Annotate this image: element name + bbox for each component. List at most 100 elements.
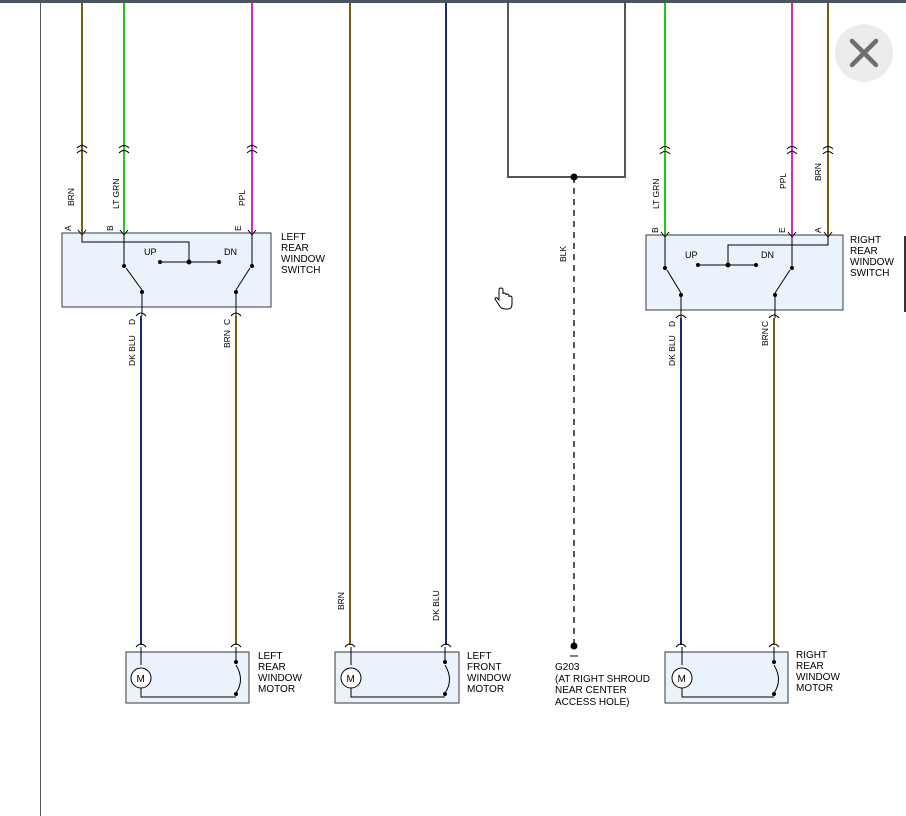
- lrm-dot-1: [234, 660, 238, 664]
- conn-lrm-1: [135, 643, 147, 648]
- pin-rs-a: A: [813, 227, 823, 233]
- conn-ls-d: [135, 312, 147, 317]
- wire-labels: BRN LT GRN PPL DK BLU BRN BRN DK BLU BLK…: [66, 163, 823, 621]
- lfm-name-1: LEFT: [467, 651, 491, 662]
- label-ls-d: DK BLU: [127, 335, 137, 366]
- lfm-dot-2: [443, 692, 447, 696]
- right-edge-mark: [904, 236, 906, 312]
- ls-node-2: [186, 259, 192, 265]
- rrm-symbol: M: [678, 674, 686, 685]
- right-rear-window-motor: M: [664, 647, 789, 704]
- ground-dot: [570, 642, 578, 650]
- left-border-line: [40, 0, 41, 816]
- left-switch-name-4: SWITCH: [281, 265, 320, 276]
- rs-node-3: [754, 263, 758, 267]
- label-ls-b: LT GRN: [111, 179, 121, 209]
- conn-rs-e: [786, 146, 798, 155]
- ls-blade-right: [235, 267, 251, 291]
- lfm-name-4: MOTOR: [467, 684, 504, 695]
- ground-name-3: NEAR CENTER: [555, 685, 627, 696]
- pin-rs-d: D: [667, 321, 677, 327]
- right-switch-name-1: RIGHT: [850, 235, 881, 246]
- ls-up-label: UP: [144, 247, 157, 257]
- label-rs-d: DK BLU: [667, 335, 677, 366]
- rrm-dot-1: [772, 660, 776, 664]
- ls-node-1: [158, 260, 162, 264]
- rrm-arc: [773, 664, 779, 694]
- lfm-return: [350, 688, 445, 698]
- left-rear-window-motor: M: [125, 647, 250, 704]
- lrm-name-4: MOTOR: [258, 684, 295, 695]
- label-ls-e: PPL: [237, 190, 247, 206]
- lrm-dot-2: [234, 692, 238, 696]
- splice-dot: [570, 173, 578, 181]
- lrm-name-1: LEFT: [258, 651, 282, 662]
- component-names: LEFT REAR WINDOW SWITCH RIGHT REAR WINDO…: [258, 232, 894, 708]
- lfm-symbol: M: [347, 674, 355, 685]
- label-blk: BLK: [558, 246, 568, 262]
- ground-splice-loop: [507, 3, 626, 178]
- ls-node-3: [217, 260, 221, 264]
- label-ls-a: BRN: [66, 188, 76, 206]
- rs-contact-e-dot: [790, 266, 794, 270]
- conn-rs-c: [768, 314, 780, 319]
- close-button[interactable]: [835, 24, 893, 82]
- pin-rs-c: C: [760, 321, 770, 327]
- rrm-name-2: REAR: [796, 661, 824, 672]
- connectors: [76, 145, 834, 648]
- left-front-window-motor: M: [334, 647, 460, 704]
- wires: [81, 3, 829, 645]
- ls-contact-e-dot: [250, 264, 254, 268]
- lrm-arc: [235, 664, 241, 694]
- lrm-name-3: WINDOW: [258, 673, 302, 684]
- rs-blade-right: [774, 269, 791, 294]
- pin-ls-e: E: [233, 225, 243, 231]
- conn-lrm-2: [230, 643, 242, 648]
- ground-name-1: G203: [555, 662, 580, 673]
- conn-rrm-1: [675, 643, 687, 648]
- lrm-symbol: M: [137, 674, 145, 685]
- ground-splice: [507, 3, 626, 657]
- pin-ls-b: B: [105, 225, 115, 231]
- lfm-dot-1: [443, 660, 447, 664]
- rrm-return: [681, 688, 774, 698]
- ls-blade-left: [125, 267, 143, 291]
- left-switch-name-1: LEFT: [281, 232, 305, 243]
- left-rear-window-switch: UP DN: [61, 229, 272, 316]
- rs-node-1: [696, 263, 700, 267]
- label-ls-c: BRN: [222, 330, 232, 348]
- ls-dn-label: DN: [224, 247, 237, 257]
- rs-bus-a: [727, 237, 829, 265]
- right-switch-name-3: WINDOW: [850, 257, 894, 268]
- pin-ls-c: C: [222, 319, 232, 325]
- ground-name-2: (AT RIGHT SHROUD: [555, 674, 650, 685]
- ls-bus-a: [81, 235, 190, 262]
- close-x-icon: [849, 38, 879, 68]
- label-rs-a: BRN: [813, 163, 823, 181]
- right-switch-name-4: SWITCH: [850, 268, 889, 279]
- label-rs-c: BRN: [760, 328, 770, 346]
- pin-ls-a: A: [63, 225, 73, 231]
- rs-up-label: UP: [685, 250, 698, 260]
- right-switch-box: [645, 234, 844, 311]
- lrm-name-2: REAR: [258, 662, 286, 673]
- ground-name-4: ACCESS HOLE): [555, 697, 629, 708]
- rrm-dot-2: [772, 692, 776, 696]
- label-lf-blu: DK BLU: [431, 590, 441, 621]
- pin-letters: A B E D C B E A D C: [63, 225, 823, 327]
- lfm-name-3: WINDOW: [467, 673, 511, 684]
- label-lf-brn: BRN: [336, 592, 346, 610]
- rrm-name-4: MOTOR: [796, 683, 833, 694]
- label-rs-e: PPL: [778, 173, 788, 189]
- conn-ls-b: [118, 145, 130, 154]
- lfm-arc: [444, 664, 450, 694]
- right-switch-name-2: REAR: [850, 246, 878, 257]
- left-switch-box: [61, 232, 272, 308]
- conn-lfm-2: [440, 643, 452, 648]
- conn-rs-b: [659, 146, 671, 155]
- conn-ls-a: [76, 145, 88, 154]
- conn-rrm-2: [768, 643, 780, 648]
- label-rs-b: LT GRN: [651, 179, 661, 209]
- pin-rs-b: B: [650, 227, 660, 233]
